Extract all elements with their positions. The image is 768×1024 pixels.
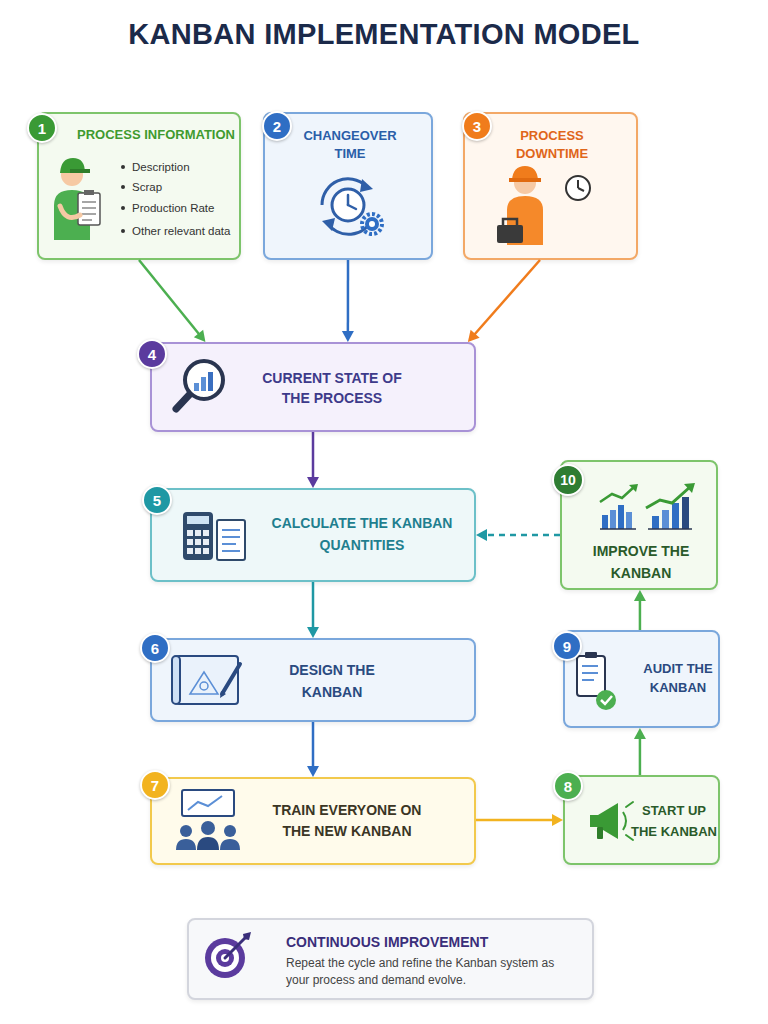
bullet-dot xyxy=(121,185,125,189)
process-box: PROCESS INFORMATION DescriptionScrapProdu… xyxy=(37,112,241,260)
callout-number: 3 xyxy=(473,119,481,134)
bullet-dot xyxy=(121,206,125,210)
box-heading: CONTINUOUS IMPROVEMENT xyxy=(286,933,576,951)
box-heading: CALCULATE THE KANBAN QUANTITIES xyxy=(262,512,462,556)
process-box: AUDIT THE KANBAN 9 xyxy=(563,630,720,728)
bullet-dot xyxy=(121,165,125,169)
arrow-line xyxy=(639,599,642,630)
arrow-line xyxy=(476,819,554,822)
box-heading: IMPROVE THE KANBAN xyxy=(591,540,691,584)
box-body-text: Repeat the cycle and refine the Kanban s… xyxy=(286,955,571,989)
diagram-title: KANBAN IMPLEMENTATION MODEL xyxy=(0,18,768,51)
step-number-badge: 1 xyxy=(27,113,57,143)
box-heading: START UP THE KANBAN xyxy=(630,800,718,842)
process-box: IMPROVE THE KANBAN 10 xyxy=(560,460,718,590)
arrow-head xyxy=(552,814,563,826)
arrow-head xyxy=(468,330,480,342)
arrow-line xyxy=(312,722,315,768)
callout-number: 9 xyxy=(563,639,571,654)
arrow-head xyxy=(634,590,646,601)
bullet-item: Production Rate xyxy=(132,201,242,216)
process-box: PROCESS DOWNTIME 3 xyxy=(463,112,638,260)
box-heading: CURRENT STATE OF THE PROCESS xyxy=(261,368,403,408)
flow-arrow xyxy=(476,814,563,826)
flow-arrow xyxy=(476,529,560,541)
flow-arrow xyxy=(634,728,646,775)
callout-number: 10 xyxy=(560,473,576,487)
arrow-head xyxy=(342,331,354,342)
callout-number: 8 xyxy=(564,779,572,794)
step-number-badge: 6 xyxy=(140,633,170,663)
box-heading: PROCESS DOWNTIME xyxy=(497,127,607,163)
arrow-head xyxy=(307,627,319,638)
process-box: START UP THE KANBAN 8 xyxy=(563,775,720,865)
flow-arrow xyxy=(139,260,205,342)
callout-number: 4 xyxy=(148,347,156,362)
callout-number: 7 xyxy=(151,778,159,793)
step-number-badge: 9 xyxy=(552,631,582,661)
flow-arrow xyxy=(307,432,319,488)
arrow-line xyxy=(312,582,315,629)
box-heading: DESIGN THE KANBAN xyxy=(277,659,387,703)
bullet-dot xyxy=(121,229,125,233)
flow-arrow xyxy=(307,722,319,777)
arrow-head xyxy=(634,728,646,739)
process-box: DESIGN THE KANBAN 6 xyxy=(150,638,476,722)
arrow-line xyxy=(347,260,350,333)
step-number-badge: 4 xyxy=(137,339,167,369)
flow-arrow xyxy=(342,260,354,342)
callout-number: 6 xyxy=(151,641,159,656)
bullet-item: Scrap xyxy=(132,180,242,195)
process-box: CHANGEOVER TIME 2 xyxy=(263,112,433,260)
flow-arrow xyxy=(468,260,540,342)
arrow-head xyxy=(476,529,487,541)
arrow-line xyxy=(485,534,560,537)
callout-number: 5 xyxy=(153,493,161,508)
arrow-line xyxy=(312,432,315,479)
box-heading: TRAIN EVERYONE ON THE NEW KANBAN xyxy=(267,800,427,842)
box-heading: PROCESS INFORMATION xyxy=(72,126,240,143)
step-number-badge: 8 xyxy=(553,771,583,801)
bullet-item: Other relevant data xyxy=(132,224,242,239)
box-heading: CHANGEOVER TIME xyxy=(295,127,405,163)
callout-number: 2 xyxy=(273,119,281,134)
step-number-badge: 10 xyxy=(552,464,584,496)
arrow-head xyxy=(307,477,319,488)
box-heading: AUDIT THE KANBAN xyxy=(638,659,718,697)
process-box: CALCULATE THE KANBAN QUANTITIES 5 xyxy=(150,488,476,582)
step-number-badge: 3 xyxy=(462,111,492,141)
arrow-line xyxy=(139,260,200,335)
flow-arrow xyxy=(307,582,319,638)
process-box: TRAIN EVERYONE ON THE NEW KANBAN 7 xyxy=(150,777,476,865)
step-number-badge: 2 xyxy=(262,111,292,141)
callout-number: 1 xyxy=(38,121,46,136)
arrow-line xyxy=(474,260,540,335)
bullet-item: Description xyxy=(132,160,242,175)
process-box: CURRENT STATE OF THE PROCESS 4 xyxy=(150,342,476,432)
step-number-badge: 5 xyxy=(142,485,172,515)
flow-arrow xyxy=(634,590,646,630)
arrow-head xyxy=(194,330,206,342)
arrow-line xyxy=(639,737,642,775)
step-number-badge: 7 xyxy=(140,770,170,800)
note-box: CONTINUOUS IMPROVEMENT Repeat the cycle a… xyxy=(187,918,594,1000)
arrow-head xyxy=(307,766,319,777)
